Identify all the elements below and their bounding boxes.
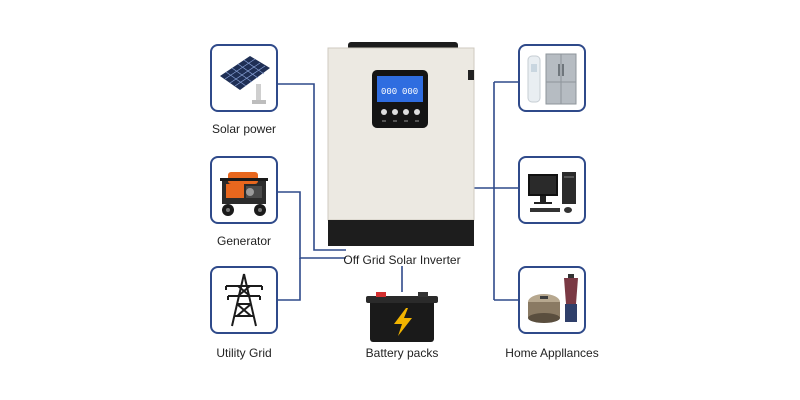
rice-cooker-blender-icon	[528, 274, 578, 323]
generator-tile	[210, 156, 278, 224]
panel-button-1	[381, 109, 387, 115]
refrigerator-ac-icon	[527, 53, 577, 105]
fridge-tile	[518, 44, 586, 112]
battery-icon	[366, 292, 438, 342]
kitchen-tile	[518, 266, 586, 334]
panel-button-2	[392, 109, 398, 115]
home-appliances-label: Home Appllances	[505, 346, 599, 360]
panel-button-4	[414, 109, 420, 115]
desktop-computer-icon	[528, 172, 576, 213]
inverter-icon: 000 000	[327, 42, 475, 246]
lcd-left-value: 000	[381, 87, 397, 97]
inverter-label: Off Grid Solar Inverter	[343, 253, 461, 267]
power-tower-icon	[225, 273, 263, 327]
generator-label: Generator	[216, 234, 272, 248]
solar-power-label: Solar power	[211, 122, 277, 136]
solar-panel-icon	[220, 56, 270, 104]
computer-tile	[518, 156, 586, 224]
generator-connector	[278, 191, 346, 259]
lcd-right-value: 000	[402, 87, 418, 97]
solar-connector	[278, 83, 346, 251]
utility-grid-tile	[210, 266, 278, 334]
solar-power-tile	[210, 44, 278, 112]
panel-button-3	[403, 109, 409, 115]
grid-connector	[278, 258, 301, 301]
utility-grid-label: Utility Grid	[216, 346, 272, 360]
generator-icon	[220, 172, 268, 216]
battery-label: Battery packs	[365, 346, 439, 360]
